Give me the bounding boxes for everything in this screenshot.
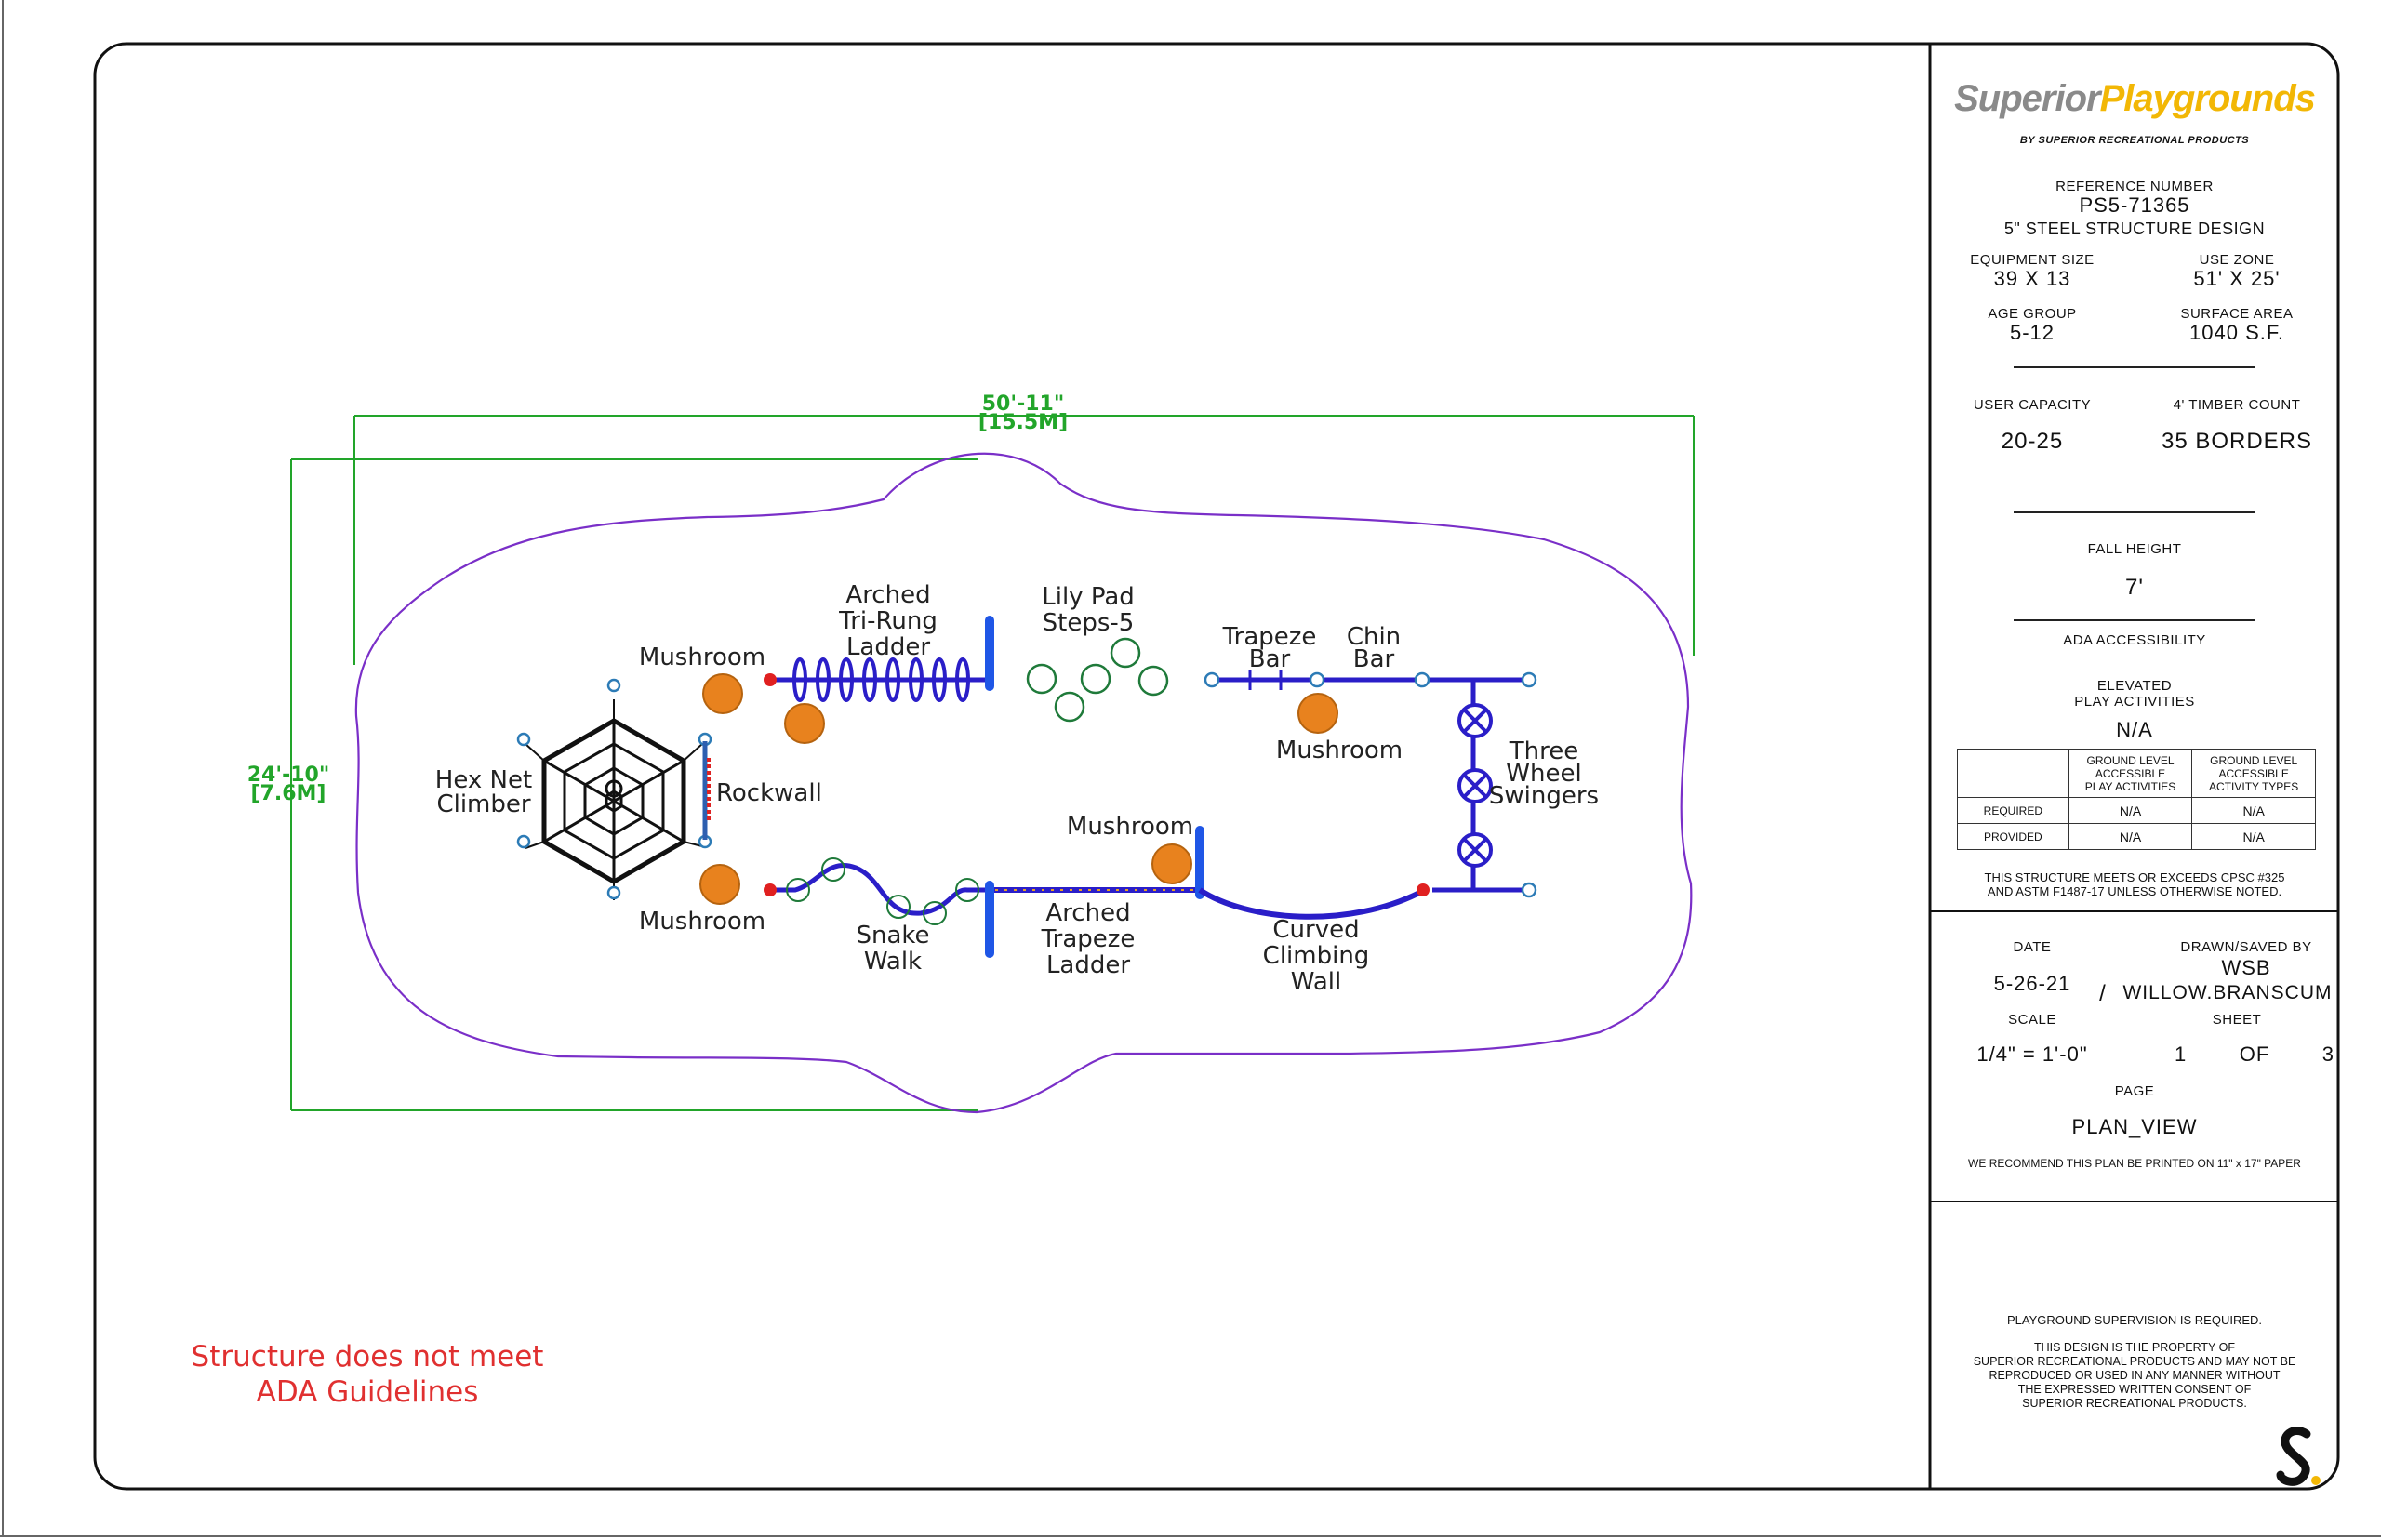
- rockwall: [702, 741, 711, 840]
- scale-label: SCALE: [2008, 1012, 2056, 1028]
- hex-net-climber: [525, 699, 703, 900]
- label-hex-net-climber: Hex Net Climber: [434, 766, 533, 818]
- dim-width-m: [15.5M]: [978, 411, 1069, 434]
- tb-divider-3: [2014, 619, 2255, 621]
- elevated-label-2: PLAY ACTIVITIES: [2074, 694, 2195, 710]
- dim-height-ft: 24'-10": [246, 763, 330, 787]
- dim-width: 50'-11" [15.5M]: [930, 392, 1116, 434]
- brand-tagline: BY SUPERIOR RECREATIONAL PRODUCTS: [2019, 135, 2250, 146]
- print-note: WE RECOMMEND THIS PLAN BE PRINTED ON 11"…: [1968, 1157, 2301, 1170]
- arched-trapeze-ladder: [985, 826, 1204, 958]
- label-rockwall: Rockwall: [716, 779, 822, 807]
- label-chin-bar: Chin Bar: [1346, 623, 1402, 673]
- age-group-value: 5-12: [2009, 321, 2055, 344]
- timber-count-label: 4' TIMBER COUNT: [2173, 397, 2301, 413]
- reference-number: PS5-71365: [2079, 193, 2190, 217]
- brand-name-part2: Playgrounds: [2099, 78, 2316, 119]
- mushrooms: [699, 673, 1338, 905]
- saved-by-value: WILLOW.BRANSCUM: [2122, 982, 2333, 1003]
- surface-area-value: 1040 S.F.: [2189, 321, 2284, 344]
- hex-net-anchors: [516, 678, 712, 900]
- corner-logo-icon: [2276, 1427, 2321, 1486]
- mushroom-bl: [699, 864, 740, 905]
- label-mushroom-middle: Mushroom: [1066, 813, 1194, 841]
- use-zone-outline: [354, 452, 1693, 1114]
- ada-table: GROUND LEVEL ACCESSIBLE PLAY ACTIVITIES …: [1957, 749, 2316, 850]
- ada-col-header-1: GROUND LEVEL ACCESSIBLE PLAY ACTIVITIES: [2068, 749, 2193, 798]
- mushroom-right: [1297, 693, 1338, 734]
- mushroom-mid: [1151, 843, 1192, 884]
- user-capacity-value: 20-25: [2001, 429, 2064, 454]
- label-mushroom-right: Mushroom: [1275, 737, 1403, 764]
- label-arched-tri-rung-ladder: Arched Tri-Rung Ladder: [839, 581, 938, 661]
- label-mushroom-top-left: Mushroom: [638, 644, 766, 671]
- brand-name-part1: Superior: [1954, 78, 2100, 119]
- date-value: 5-26-21: [1993, 972, 2071, 995]
- label-arched-trapeze-ladder: Arched Trapeze Ladder: [1041, 899, 1136, 979]
- label-three-wheel-swingers: Three Wheel Swingers: [1488, 737, 1600, 810]
- page-value: PLAN_VIEW: [2071, 1115, 2198, 1138]
- frame-posts: [1204, 671, 1537, 898]
- dimension-lines: [290, 415, 1695, 1111]
- scale-value: 1/4" = 1'-0": [1976, 1042, 2088, 1066]
- lily-pad-steps: [1026, 637, 1169, 723]
- label-snake-walk: Snake Walk: [856, 922, 930, 976]
- drawn-saved-label: DRAWN/SAVED BY: [2180, 939, 2312, 955]
- label-curved-climbing-wall: Curved Climbing Wall: [1262, 916, 1370, 996]
- curved-climbing-wall: [1198, 883, 1473, 920]
- date-label: DATE: [2013, 939, 2052, 955]
- three-wheel-swingers: [1457, 703, 1493, 868]
- ada-note: Structure does not meet ADA Guidelines: [191, 1340, 544, 1409]
- mushroom-tl-2: [784, 703, 825, 744]
- tb-divider-2: [2014, 511, 2255, 513]
- age-group-label: AGE GROUP: [1988, 306, 2077, 322]
- label-trapeze-bar: Trapeze Bar: [1222, 623, 1317, 673]
- drawn-slash: /: [2099, 981, 2107, 1006]
- ada-row-provided: PROVIDED N/A N/A: [1957, 823, 2316, 850]
- fall-height-label: FALL HEIGHT: [2087, 541, 2182, 557]
- drawn-by-value: WSB: [2221, 956, 2271, 979]
- user-capacity-label: USER CAPACITY: [1973, 397, 2092, 413]
- surface-area-label: SURFACE AREA: [2180, 306, 2294, 322]
- equipment-size-value: 39 X 13: [1993, 267, 2071, 290]
- compliance-note: THIS STRUCTURE MEETS OR EXCEEDS CPSC #32…: [1984, 870, 2285, 898]
- brand-logo: SuperiorPlaygrounds: [1933, 78, 2336, 120]
- use-zone-label: USE ZONE: [2199, 252, 2275, 268]
- ada-accessibility-label: ADA ACCESSIBILITY: [2063, 632, 2206, 648]
- arched-tri-rung-ladder: [764, 616, 994, 702]
- dim-width-ft: 50'-11": [981, 392, 1065, 416]
- dim-height: 24'-10" [7.6M]: [214, 763, 363, 805]
- tb-divider-1: [2014, 366, 2255, 368]
- fall-height-value: 7': [2125, 575, 2144, 600]
- elevated-label-1: ELEVATED: [2096, 678, 2173, 694]
- dim-height-m: [7.6M]: [250, 782, 326, 805]
- property-note: THIS DESIGN IS THE PROPERTY OF SUPERIOR …: [1973, 1341, 2296, 1410]
- use-zone-value: 51' X 25': [2193, 267, 2281, 290]
- label-mushroom-bottom-left: Mushroom: [638, 908, 766, 936]
- design-name: 5" STEEL STRUCTURE DESIGN: [2003, 219, 2266, 238]
- elevated-value: N/A: [2116, 718, 2153, 741]
- equipment-size-label: EQUIPMENT SIZE: [1970, 252, 2095, 268]
- sheet-label: SHEET: [2212, 1012, 2262, 1028]
- label-lily-pad-steps: Lily Pad Steps-5: [1042, 583, 1135, 637]
- mushroom-tl-1: [702, 673, 743, 714]
- sheet-border: [93, 42, 2340, 1491]
- supervision-note: PLAYGROUND SUPERVISION IS REQUIRED.: [2006, 1313, 2263, 1327]
- snake-walk: [764, 857, 990, 925]
- page-label: PAGE: [2114, 1083, 2155, 1099]
- ada-col-header-2: GROUND LEVEL ACCESSIBLE ACTIVITY TYPES: [2191, 749, 2316, 798]
- timber-count-value: 35 BORDERS: [2161, 429, 2313, 454]
- sheet-value: 1 OF 3: [2175, 1042, 2334, 1066]
- reference-label: REFERENCE NUMBER: [2055, 179, 2214, 194]
- ada-row-required: REQUIRED N/A N/A: [1957, 797, 2316, 824]
